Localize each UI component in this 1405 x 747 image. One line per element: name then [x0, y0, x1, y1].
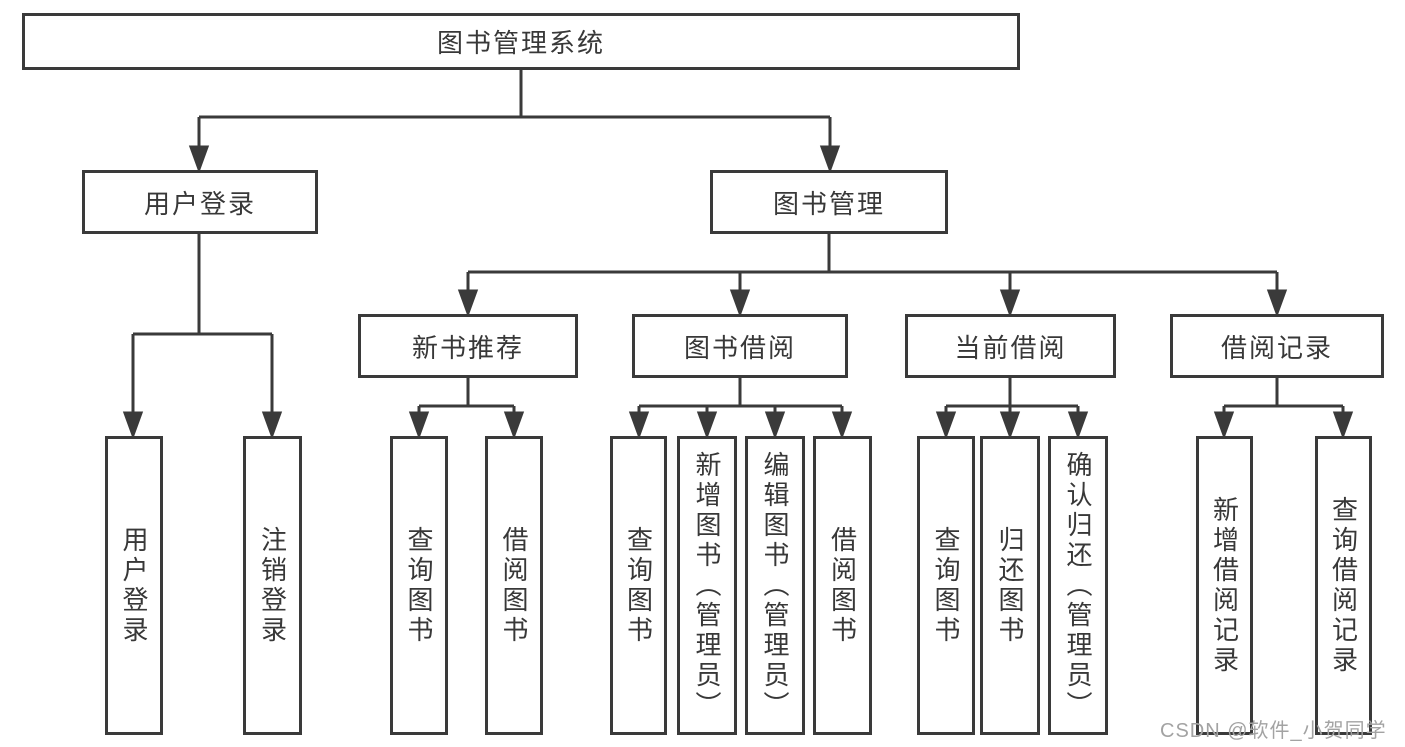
leaf-user-login-label: 用户登录 — [119, 525, 149, 646]
leaf-query-book-recommend-label: 查询图书 — [404, 525, 434, 646]
leaf-borrow-book: 借阅图书 — [813, 436, 872, 735]
leaf-return-book-label: 归还图书 — [995, 525, 1025, 646]
leaf-edit-book-admin-label: 编辑图书（管理员） — [760, 450, 790, 721]
leaf-query-book-borrow-label: 查询图书 — [623, 525, 654, 646]
leaf-logout: 注销登录 — [243, 436, 302, 735]
leaf-query-borrow-record-label: 查询借阅记录 — [1328, 495, 1359, 676]
node-root-system: 图书管理系统 — [22, 13, 1020, 70]
leaf-query-book-current: 查询图书 — [917, 436, 975, 735]
node-current-borrow-label: 当前借阅 — [954, 332, 1067, 363]
connector-new-book-rec-to-leaves — [408, 377, 525, 440]
leaf-borrow-book-label: 借阅图书 — [827, 525, 858, 646]
leaf-borrow-book-recommend: 借阅图书 — [485, 436, 543, 735]
leaf-add-borrow-record-label: 新增借阅记录 — [1209, 495, 1240, 676]
connector-book-mgmt-to-level2 — [457, 233, 1288, 318]
leaf-logout-label: 注销登录 — [257, 525, 288, 646]
leaf-add-borrow-record: 新增借阅记录 — [1196, 436, 1253, 735]
node-borrow-records-label: 借阅记录 — [1220, 332, 1333, 363]
connector-root-to-level1 — [188, 69, 841, 174]
leaf-query-book-recommend: 查询图书 — [390, 436, 448, 735]
leaf-edit-book-admin: 编辑图书（管理员） — [745, 436, 805, 735]
connector-current-borrow-to-leaves — [935, 377, 1089, 440]
node-user-login-label: 用户登录 — [143, 188, 256, 219]
leaf-query-borrow-record: 查询借阅记录 — [1315, 436, 1372, 735]
connector-borrow-records-to-leaves — [1213, 377, 1354, 440]
leaf-query-book-current-label: 查询图书 — [931, 525, 961, 646]
node-root-label: 图书管理系统 — [436, 28, 605, 58]
connector-book-borrow-to-leaves — [628, 377, 853, 440]
node-new-book-recommend-label: 新书推荐 — [411, 332, 524, 363]
leaf-add-book-admin-label: 新增图书（管理员） — [692, 450, 722, 721]
node-book-borrow: 图书借阅 — [632, 314, 848, 378]
leaf-return-book: 归还图书 — [980, 436, 1040, 735]
leaf-add-book-admin: 新增图书（管理员） — [677, 436, 737, 735]
node-book-management: 图书管理 — [710, 170, 948, 234]
node-book-borrow-label: 图书借阅 — [683, 332, 796, 363]
leaf-borrow-book-recommend-label: 借阅图书 — [499, 525, 529, 646]
leaf-confirm-return-admin-label: 确认归还（管理员） — [1063, 450, 1093, 721]
node-user-login: 用户登录 — [82, 170, 318, 234]
node-current-borrow: 当前借阅 — [905, 314, 1116, 378]
leaf-confirm-return-admin: 确认归还（管理员） — [1048, 436, 1108, 735]
connector-user-login-to-leaves — [122, 233, 283, 440]
csdn-watermark: CSDN @软件_小贺同学 — [1160, 720, 1387, 742]
node-new-book-recommend: 新书推荐 — [358, 314, 578, 378]
node-book-management-label: 图书管理 — [772, 188, 885, 219]
leaf-user-login: 用户登录 — [105, 436, 163, 735]
leaf-query-book-borrow: 查询图书 — [610, 436, 667, 735]
node-borrow-records: 借阅记录 — [1170, 314, 1384, 378]
